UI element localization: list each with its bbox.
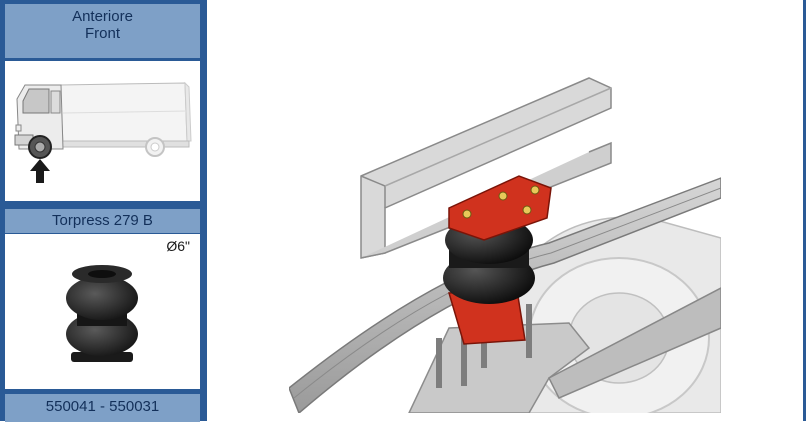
- right-border-line: [803, 0, 806, 421]
- product-name: Torpress 279 B: [5, 209, 200, 233]
- position-header: Anteriore Front: [5, 4, 200, 58]
- truck-front-axle-icon: [14, 81, 192, 183]
- suspension-illustration: [289, 77, 721, 413]
- diameter-label: Ø6": [166, 238, 190, 254]
- truck-panel: [5, 61, 200, 201]
- position-label-it: Anteriore: [72, 8, 133, 25]
- position-label-en: Front: [84, 25, 120, 42]
- product-codes: 550041 - 550031: [5, 394, 200, 422]
- product-image-panel: Ø6": [5, 234, 200, 389]
- air-spring-icon: [66, 265, 138, 362]
